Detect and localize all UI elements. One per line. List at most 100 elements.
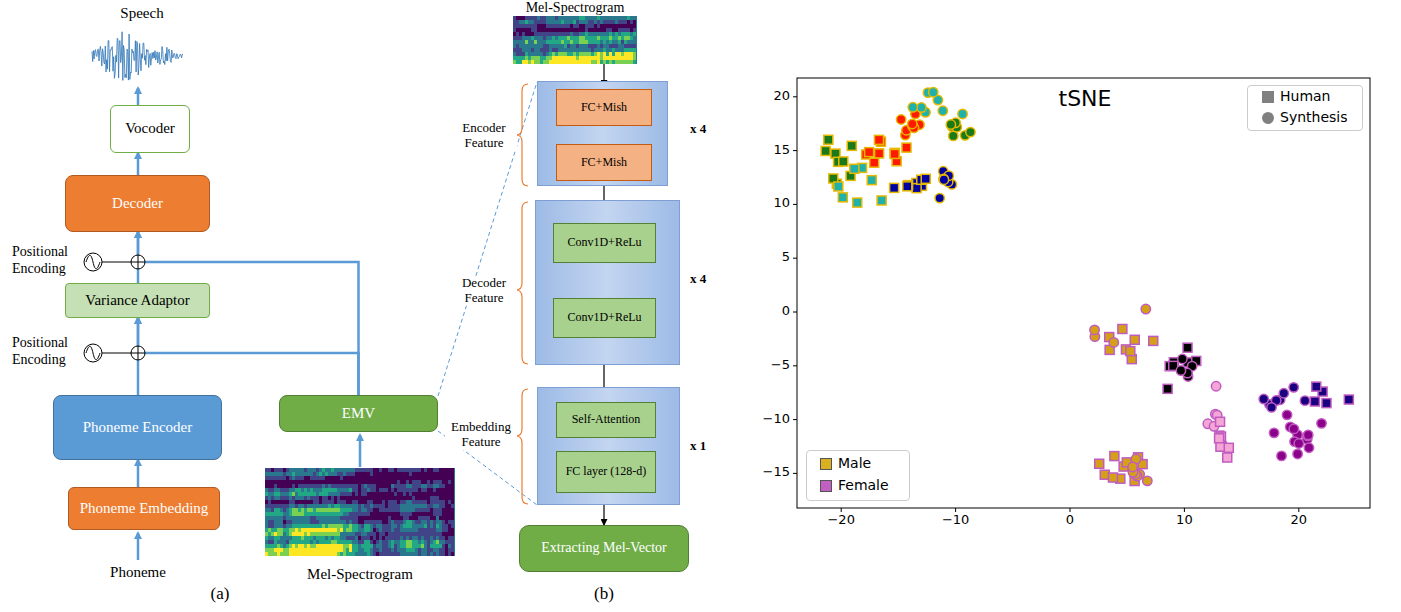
spectrogram-cell	[283, 468, 286, 472]
spectrogram-cell	[355, 552, 358, 556]
spectrogram-cell	[364, 492, 367, 496]
spectrogram-cell	[531, 28, 534, 32]
spectrogram-cell	[564, 28, 567, 32]
spectrogram-cell	[364, 504, 367, 508]
spectrogram-cell	[334, 532, 337, 536]
spectrogram-cell	[409, 544, 412, 548]
spectrogram-cell	[570, 48, 573, 52]
spectrogram-cell	[277, 480, 280, 484]
spectrogram-cell	[349, 552, 352, 556]
scatter-square	[877, 196, 886, 205]
spectrogram-cell	[564, 24, 567, 28]
spectrogram-cell	[597, 16, 600, 20]
spectrogram-cell	[310, 492, 313, 496]
spectrogram-cell	[561, 32, 564, 36]
spectrogram-cell	[430, 496, 433, 500]
spectrogram-cell	[576, 52, 579, 56]
spectrogram-cell	[534, 24, 537, 28]
spectrogram-cell	[316, 476, 319, 480]
spectrogram-cell	[406, 476, 409, 480]
spectrogram-cell	[310, 552, 313, 556]
spectrogram-cell	[397, 524, 400, 528]
spectrogram-cell	[430, 524, 433, 528]
spectrogram-cell	[391, 480, 394, 484]
spectrogram-cell	[612, 44, 615, 48]
spectrogram-cell	[558, 44, 561, 48]
spectrogram-cell	[292, 552, 295, 556]
spectrogram-cell	[546, 16, 549, 20]
spectrogram-cell	[600, 40, 603, 44]
spectrogram-cell	[307, 516, 310, 520]
spectrogram-cell	[609, 16, 612, 20]
spectrogram-cell	[409, 540, 412, 544]
spectrogram-cell	[376, 504, 379, 508]
spectrogram-cell	[283, 552, 286, 556]
spectrogram-cell	[373, 476, 376, 480]
spectrogram-cell	[340, 476, 343, 480]
spectrogram-cell	[588, 40, 591, 44]
spectrogram-cell	[274, 552, 277, 556]
spectrogram-cell	[442, 504, 445, 508]
spectrogram-cell	[406, 544, 409, 548]
spectrogram-cell	[448, 524, 451, 528]
spectrogram-cell	[268, 508, 271, 512]
spectrogram-cell	[343, 468, 346, 472]
spectrogram-cell	[621, 48, 624, 52]
spectrogram-cell	[427, 536, 430, 540]
spectrogram-cell	[337, 524, 340, 528]
spectrogram-cell	[534, 60, 537, 64]
spectrogram-cell	[400, 492, 403, 496]
spectrogram-cell	[304, 528, 307, 532]
spectrogram-cell	[364, 548, 367, 552]
spectrogram-cell	[334, 528, 337, 532]
spectrogram-cell	[558, 52, 561, 56]
spectrogram-cell	[442, 532, 445, 536]
spectrogram-cell	[331, 488, 334, 492]
spectrogram-cell	[409, 548, 412, 552]
spectrogram-cell	[415, 488, 418, 492]
spectrogram-cell	[448, 484, 451, 488]
spectrogram-cell	[346, 532, 349, 536]
spectrogram-cell	[334, 496, 337, 500]
spectrogram-cell	[412, 504, 415, 508]
spectrogram-cell	[430, 504, 433, 508]
spectrogram-cell	[274, 516, 277, 520]
spectrogram-cell	[364, 508, 367, 512]
spectrogram-cell	[418, 552, 421, 556]
spectrogram-cell	[298, 520, 301, 524]
spectrogram-cell	[394, 468, 397, 472]
spectrogram-cell	[304, 536, 307, 540]
spectrogram-cell	[439, 476, 442, 480]
spectrogram-cell	[543, 24, 546, 28]
spectrogram-cell	[373, 472, 376, 476]
spectrogram-cell	[304, 484, 307, 488]
spectrogram-cell	[630, 20, 633, 24]
spectrogram-cell	[433, 540, 436, 544]
spectrogram-cell	[310, 540, 313, 544]
spectrogram-cell	[403, 480, 406, 484]
spectrogram-cell	[283, 488, 286, 492]
spectrogram-cell	[298, 524, 301, 528]
spectrogram-cell	[403, 520, 406, 524]
spectrogram-cell	[325, 532, 328, 536]
spectrogram-cell	[298, 484, 301, 488]
spectrogram-cell	[283, 500, 286, 504]
spectrogram-cell	[361, 540, 364, 544]
spectrogram-cell	[325, 536, 328, 540]
spectrogram-cell	[346, 484, 349, 488]
spectrogram-cell	[436, 512, 439, 516]
spectrogram-cell	[630, 16, 633, 20]
spectrogram-cell	[439, 492, 442, 496]
spectrogram-cell	[322, 544, 325, 548]
spectrogram-cell	[277, 476, 280, 480]
spectrogram-cell	[400, 468, 403, 472]
spectrogram-cell	[630, 28, 633, 32]
spectrogram-cell	[582, 36, 585, 40]
spectrogram-cell	[265, 484, 268, 488]
spectrogram-cell	[376, 484, 379, 488]
spectrogram-cell	[582, 28, 585, 32]
spectrogram-cell	[621, 36, 624, 40]
spectrogram-cell	[391, 496, 394, 500]
spectrogram-cell	[325, 552, 328, 556]
spectrogram-cell	[621, 24, 624, 28]
